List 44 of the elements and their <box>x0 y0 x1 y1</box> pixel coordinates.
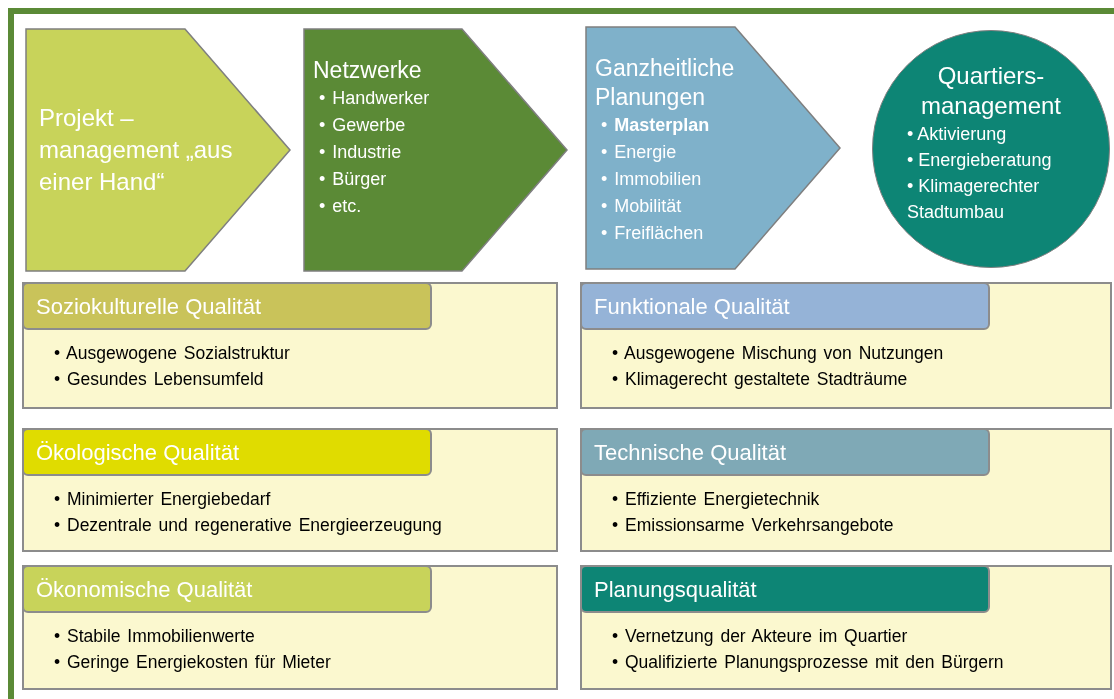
bullet-item: • Stabile Immobilienwerte <box>54 625 256 648</box>
quality-card <box>580 565 1112 690</box>
card-heading-tab: Soziokulturelle Qualität <box>22 282 432 330</box>
bullet-item: • Ausgewogene Sozialstruktur <box>54 342 290 365</box>
shape-heading: Quartiers- management <box>919 61 1063 121</box>
bullet-item: • Klimagerechter Stadtumbau <box>907 175 1041 224</box>
bullet-item: • Ausgewogene Mischung von Nutzungen <box>612 342 944 365</box>
bullet-item: • Qualifizierte Planungsprozesse mit den Bürgern <box>612 651 1004 674</box>
quality-card <box>22 565 558 690</box>
card-heading-tab: Technische Qualität <box>580 428 990 476</box>
bullet-item: • Effiziente Energietechnik <box>612 488 821 511</box>
shape-heading: Projekt – management „aus einer Hand“ <box>39 103 234 197</box>
card-heading-tab: Ökologische Qualität <box>22 428 432 476</box>
bullet-item: • Masterplan <box>601 114 711 137</box>
quality-card <box>580 428 1112 552</box>
bullet-item: • Industrie <box>319 141 403 164</box>
bullet-item: • Gewerbe <box>319 114 407 137</box>
bullet-item: • Dezentrale und regenerative Energieerzeugung <box>54 514 442 537</box>
bullet-item: • Aktivierung <box>907 123 1008 146</box>
card-heading-tab: Funktionale Qualität <box>580 282 990 330</box>
bullet-item: • Immobilien <box>601 168 703 191</box>
chevron-shape <box>585 26 841 270</box>
card-heading-tab: Ökonomische Qualität <box>22 565 432 613</box>
bullet-item: • Vernetzung der Akteure im Quartier <box>612 625 909 648</box>
bullet-item: • Geringe Energiekosten für Mieter <box>54 651 331 674</box>
bullet-item: • Energie <box>601 141 678 164</box>
bullet-item: • Gesundes Lebensumfeld <box>54 368 265 391</box>
bullet-item: • Bürger <box>319 168 388 191</box>
bullet-item: • Minimierter Energiebedarf <box>54 488 272 511</box>
quality-card <box>22 428 558 552</box>
bullet-item: • Klimagerecht gestaltete Stadträume <box>612 368 909 391</box>
quality-card <box>580 282 1112 409</box>
bullet-item: • etc. <box>319 195 363 218</box>
quality-card <box>22 282 558 409</box>
bullet-item: • Mobilität <box>601 195 683 218</box>
chevron-shape <box>303 28 568 272</box>
shape-heading: Ganzheitliche Planungen <box>595 54 736 112</box>
chevron-shape <box>25 28 291 272</box>
bullet-item: • Energieberatung <box>907 149 1053 172</box>
card-heading-tab: Planungsqualität <box>580 565 990 613</box>
bullet-item: • Handwerker <box>319 87 431 110</box>
bullet-item: • Freiflächen <box>601 222 705 245</box>
bullet-item: • Emissionsarme Verkehrsangebote <box>612 514 894 537</box>
shape-heading: Netzwerke <box>313 56 423 85</box>
